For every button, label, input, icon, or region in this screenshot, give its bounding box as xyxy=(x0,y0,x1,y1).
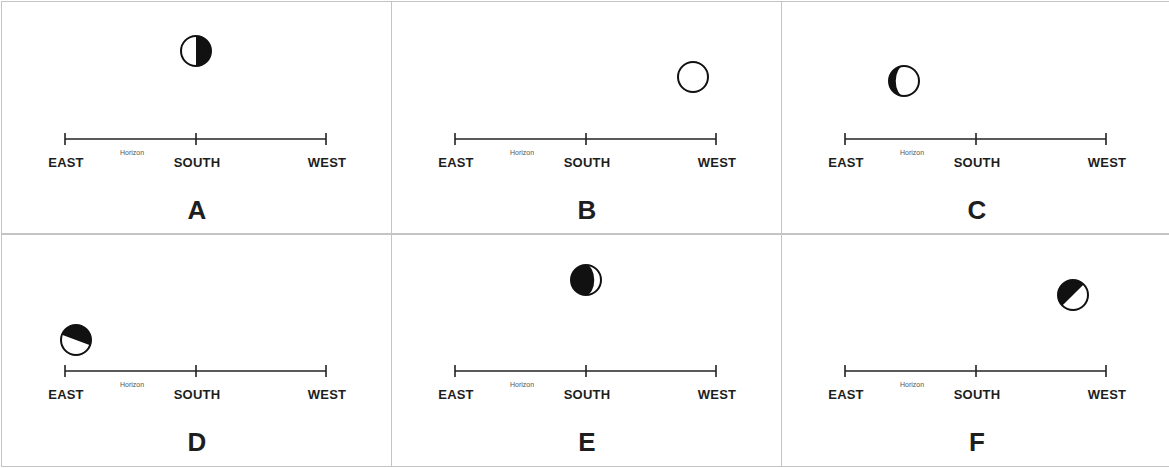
panel-illustration xyxy=(455,62,716,145)
direction-label: WEST xyxy=(308,155,346,170)
horizon-tick xyxy=(715,133,717,145)
moon-symbol xyxy=(1052,274,1088,310)
direction-label: WEST xyxy=(1088,387,1126,402)
panel-letter: C xyxy=(968,195,987,226)
panel-illustration xyxy=(61,321,326,377)
horizon-tick xyxy=(454,365,456,377)
panel-illustration xyxy=(845,274,1106,377)
panel-letter: E xyxy=(578,427,595,458)
moon-panel: EAST HorizonSOUTH WEST F xyxy=(781,233,1169,467)
horizon-tick xyxy=(715,365,717,377)
direction-label: EAST xyxy=(48,387,83,402)
horizon-label: Horizon xyxy=(900,149,924,156)
direction-label: EAST xyxy=(438,155,473,170)
horizon-tick xyxy=(844,365,846,377)
direction-label: EAST xyxy=(828,387,863,402)
direction-label: EAST xyxy=(48,155,83,170)
moon-symbol xyxy=(571,265,601,295)
horizon-tick xyxy=(64,365,66,377)
horizon-tick xyxy=(1105,365,1107,377)
direction-label: WEST xyxy=(308,387,346,402)
horizon-label: Horizon xyxy=(900,381,924,388)
horizon-tick xyxy=(64,133,66,145)
horizon-tick xyxy=(844,133,846,145)
panel-letter: D xyxy=(188,427,207,458)
direction-label: SOUTH xyxy=(954,387,1001,402)
moon-symbol xyxy=(678,62,708,92)
horizon-tick xyxy=(195,365,197,377)
horizon-label: Horizon xyxy=(510,381,534,388)
direction-label: SOUTH xyxy=(564,155,611,170)
panel-illustration xyxy=(455,265,716,377)
horizon-tick xyxy=(325,365,327,377)
panel-letter: A xyxy=(188,195,207,226)
moon-panel: EAST HorizonSOUTH WEST E xyxy=(391,233,782,467)
moon-symbol xyxy=(61,321,95,355)
moon-panel: EAST HorizonSOUTH WEST A xyxy=(1,1,392,235)
panel-illustration xyxy=(845,66,1106,145)
horizon-tick xyxy=(325,133,327,145)
direction-label: SOUTH xyxy=(174,387,221,402)
horizon-tick xyxy=(454,133,456,145)
moon-panel: EAST HorizonSOUTH WEST B xyxy=(391,1,782,235)
horizon-label: Horizon xyxy=(120,381,144,388)
horizon-label: Horizon xyxy=(510,149,534,156)
direction-label: WEST xyxy=(698,155,736,170)
moon-symbol xyxy=(181,36,211,66)
moon-symbol xyxy=(889,66,919,96)
direction-label: SOUTH xyxy=(954,155,1001,170)
horizon-label: Horizon xyxy=(120,149,144,156)
panel-letter: F xyxy=(969,427,985,458)
horizon-tick xyxy=(585,133,587,145)
panel-letter: B xyxy=(578,195,597,226)
moon-panel: EAST HorizonSOUTH WEST C xyxy=(781,1,1169,235)
moon-panel: EAST HorizonSOUTH WEST D xyxy=(1,233,392,467)
direction-label: SOUTH xyxy=(564,387,611,402)
panel-illustration xyxy=(65,36,326,145)
direction-label: WEST xyxy=(698,387,736,402)
horizon-tick xyxy=(975,133,977,145)
horizon-tick xyxy=(585,365,587,377)
horizon-tick xyxy=(1105,133,1107,145)
direction-label: SOUTH xyxy=(174,155,221,170)
horizon-tick xyxy=(975,365,977,377)
horizon-tick xyxy=(195,133,197,145)
direction-label: EAST xyxy=(438,387,473,402)
direction-label: WEST xyxy=(1088,155,1126,170)
direction-label: EAST xyxy=(828,155,863,170)
